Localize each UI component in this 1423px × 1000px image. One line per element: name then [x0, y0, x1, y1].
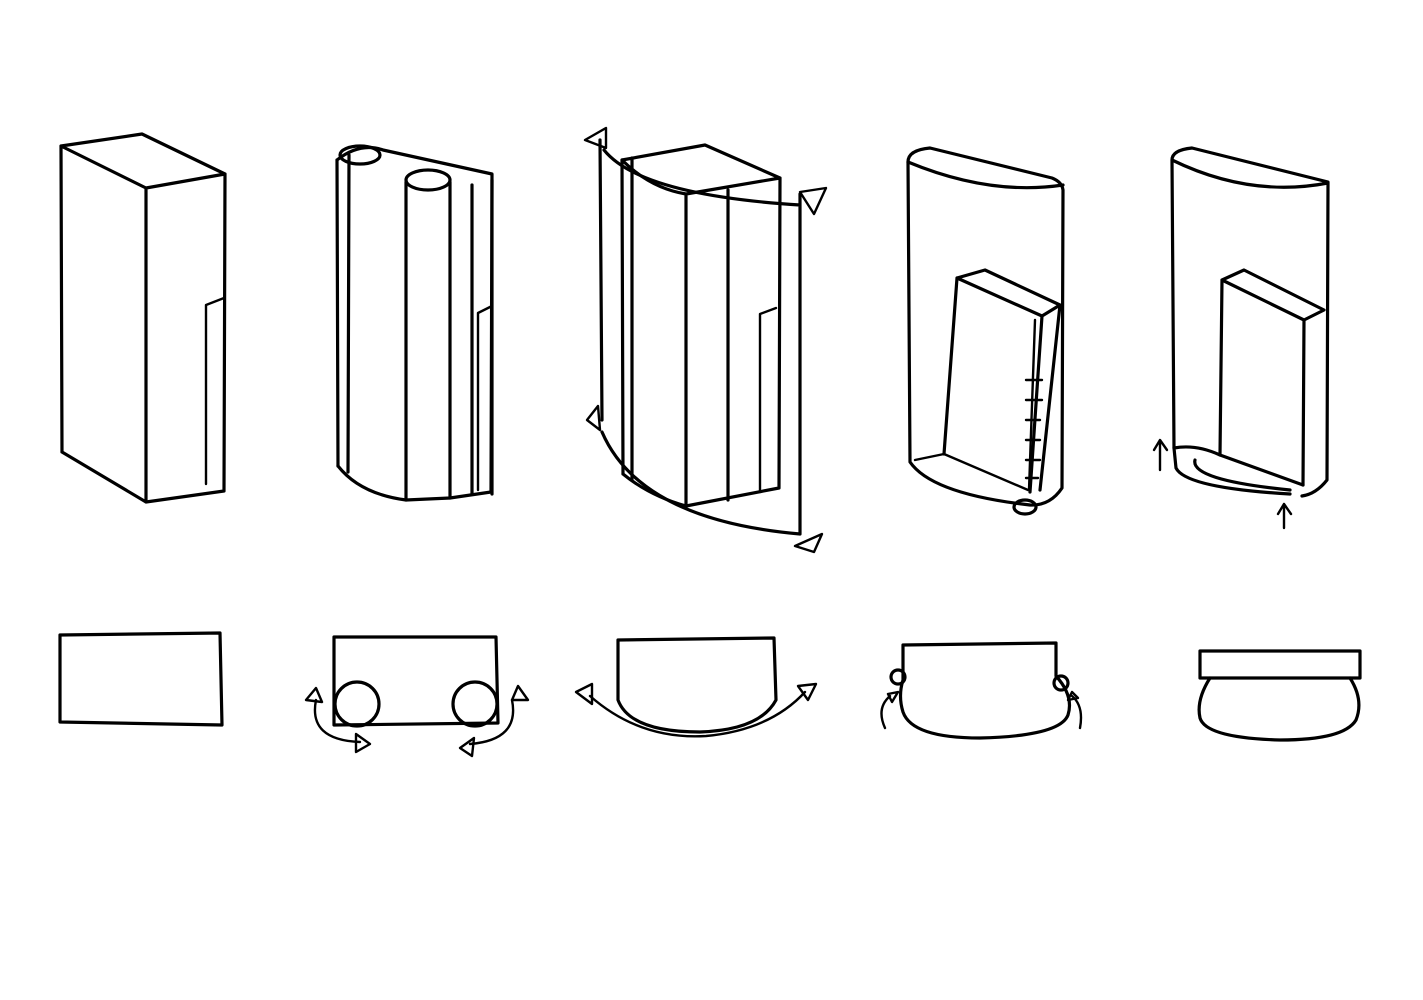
massing-step-2: [335, 144, 494, 502]
massing-step-1: [59, 132, 227, 504]
plan-step-3: [574, 636, 818, 738]
plan-step-4: [880, 641, 1083, 740]
massing-step-4: [906, 146, 1065, 516]
plan-step-5: [1197, 649, 1362, 742]
massing-step-3: [583, 126, 828, 554]
plan-step-1: [58, 631, 224, 727]
massing-step-5: [1152, 146, 1330, 530]
plan-step-2: [304, 635, 530, 758]
